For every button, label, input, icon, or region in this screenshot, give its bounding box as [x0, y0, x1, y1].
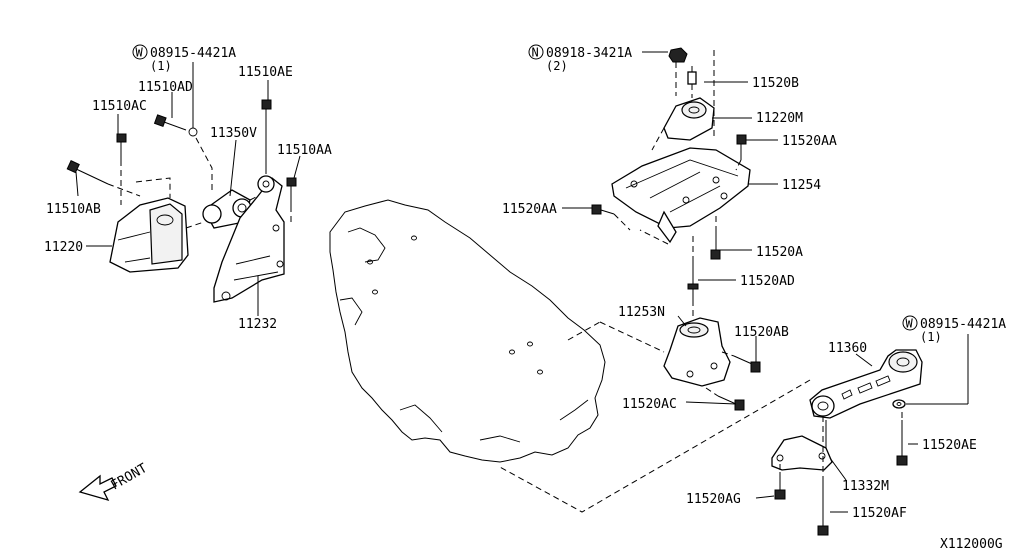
- bolt-11520AC: [717, 395, 745, 411]
- left-dashed-leaders: [107, 137, 292, 229]
- label-qty-right: (1): [920, 330, 942, 344]
- bolt-11510AC: [116, 133, 127, 160]
- washer-right: [892, 399, 906, 409]
- label-11332M: 11332M: [842, 479, 889, 494]
- label-11520AE: 11520AE: [922, 438, 977, 453]
- part-11253N-bracket: [663, 317, 731, 387]
- label-11232: 11232: [238, 317, 277, 332]
- label-11520AF: 11520AF: [852, 506, 907, 521]
- label-11520B: 11520B: [752, 76, 799, 91]
- part-11220-mount: [109, 197, 189, 273]
- nut-marker-center: N: [532, 46, 539, 60]
- label-08915-4421A-right: 08915-4421A: [920, 317, 1006, 332]
- part-11332M-bracket: [771, 420, 833, 471]
- label-11520A: 11520A: [756, 245, 803, 260]
- part-11350V-damper: [202, 189, 252, 229]
- engine-block-outline: [329, 199, 606, 463]
- label-11520AC: 11520AC: [622, 397, 677, 412]
- label-11520AD: 11520AD: [740, 274, 795, 289]
- label-11220: 11220: [44, 240, 83, 255]
- label-qty-left: (1): [150, 59, 172, 73]
- center-dashed-leaders: [567, 50, 742, 397]
- stud-11520B: [687, 66, 697, 85]
- washer-marker-right: W: [906, 317, 914, 331]
- part-11360-torque-rod: [809, 349, 923, 419]
- nut-08918-3421A: [668, 47, 688, 63]
- label-11520AB: 11520AB: [734, 325, 789, 340]
- part-11232-bracket: [213, 175, 285, 303]
- right-dashed-leaders: [497, 379, 903, 513]
- label-11220M: 11220M: [756, 111, 803, 126]
- bolt-11510AB: [66, 160, 109, 185]
- label-11510AB: 11510AB: [46, 202, 101, 217]
- label-11254: 11254: [782, 178, 821, 193]
- callout-leaders: [75, 51, 969, 513]
- bolt-11520AF: [817, 476, 829, 536]
- label-11253N: 11253N: [618, 305, 665, 320]
- bolt-11520A: [710, 226, 721, 260]
- stud-11520AD: [687, 258, 699, 300]
- bolt-11510AE: [261, 99, 272, 168]
- bolt-11520AA-top: [736, 134, 747, 160]
- label-11510AE: 11510AE: [238, 65, 293, 80]
- bolt-11520AA-left: [591, 204, 615, 215]
- part-11254-bracket: [611, 147, 751, 244]
- label-11360: 11360: [828, 341, 867, 356]
- bolt-11510AD: [153, 114, 198, 137]
- diagram-code: X112000G: [940, 537, 1003, 552]
- label-11510AD: 11510AD: [138, 80, 193, 95]
- label-11520AG: 11520AG: [686, 492, 741, 507]
- label-11510AC: 11510AC: [92, 99, 147, 114]
- front-arrow: FRONT: [78, 461, 151, 502]
- label-11350V: 11350V: [210, 126, 257, 141]
- label-11520AA-top: 11520AA: [782, 134, 837, 149]
- front-label: FRONT: [109, 461, 151, 494]
- bolt-11510AA-left: [286, 177, 297, 206]
- label-11510AA-left: 11510AA: [277, 143, 332, 158]
- bolt-11520AE: [896, 420, 908, 466]
- label-08918-3421A: 08918-3421A: [546, 46, 632, 61]
- label-08915-4421A-left: 08915-4421A: [150, 46, 236, 61]
- label-11520AA-left: 11520AA: [502, 202, 557, 217]
- label-qty-center: (2): [546, 59, 568, 73]
- part-11220M-insulator: [663, 97, 715, 141]
- washer-marker-left: W: [136, 46, 144, 60]
- labels: W 08915-4421A (1) 11510AD 11510AE 11510A…: [44, 44, 1006, 552]
- bolt-11520AG: [774, 472, 786, 500]
